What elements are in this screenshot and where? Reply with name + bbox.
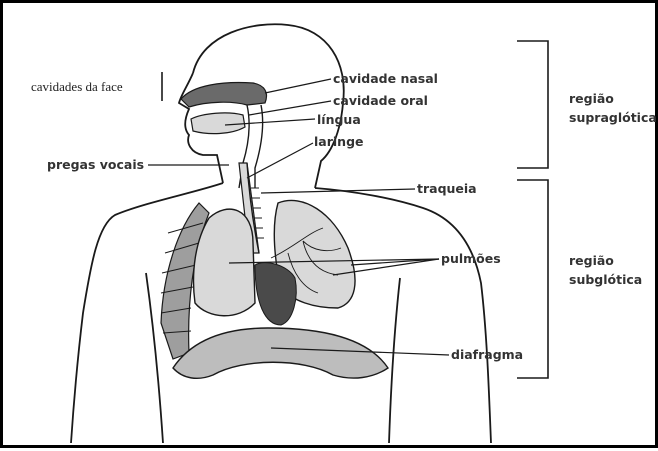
label-diaphragm: diafragma (451, 347, 523, 362)
label-region-subglottic-2: subglótica (569, 272, 642, 287)
region-brackets (517, 41, 548, 378)
label-vocal-folds: pregas vocais (47, 157, 144, 172)
label-oral-cavity: cavidade oral (333, 93, 428, 108)
label-nasal-cavity: cavidade nasal (333, 71, 438, 86)
label-trachea: traqueia (417, 181, 477, 196)
label-lungs: pulmões (441, 251, 501, 266)
label-region-supraglottic-2: supraglótica (569, 110, 657, 125)
label-region-subglottic-1: região (569, 253, 614, 268)
diagram-canvas: cavidades da face cavidade nasal cavidad… (3, 3, 658, 451)
label-tongue: língua (317, 112, 361, 127)
label-region-supraglottic-1: região (569, 91, 614, 106)
diaphragm-shape (173, 328, 388, 378)
upper-airway (181, 83, 267, 188)
label-larynx: laringe (314, 134, 364, 149)
label-face-cavities: cavidades da face (31, 79, 123, 94)
